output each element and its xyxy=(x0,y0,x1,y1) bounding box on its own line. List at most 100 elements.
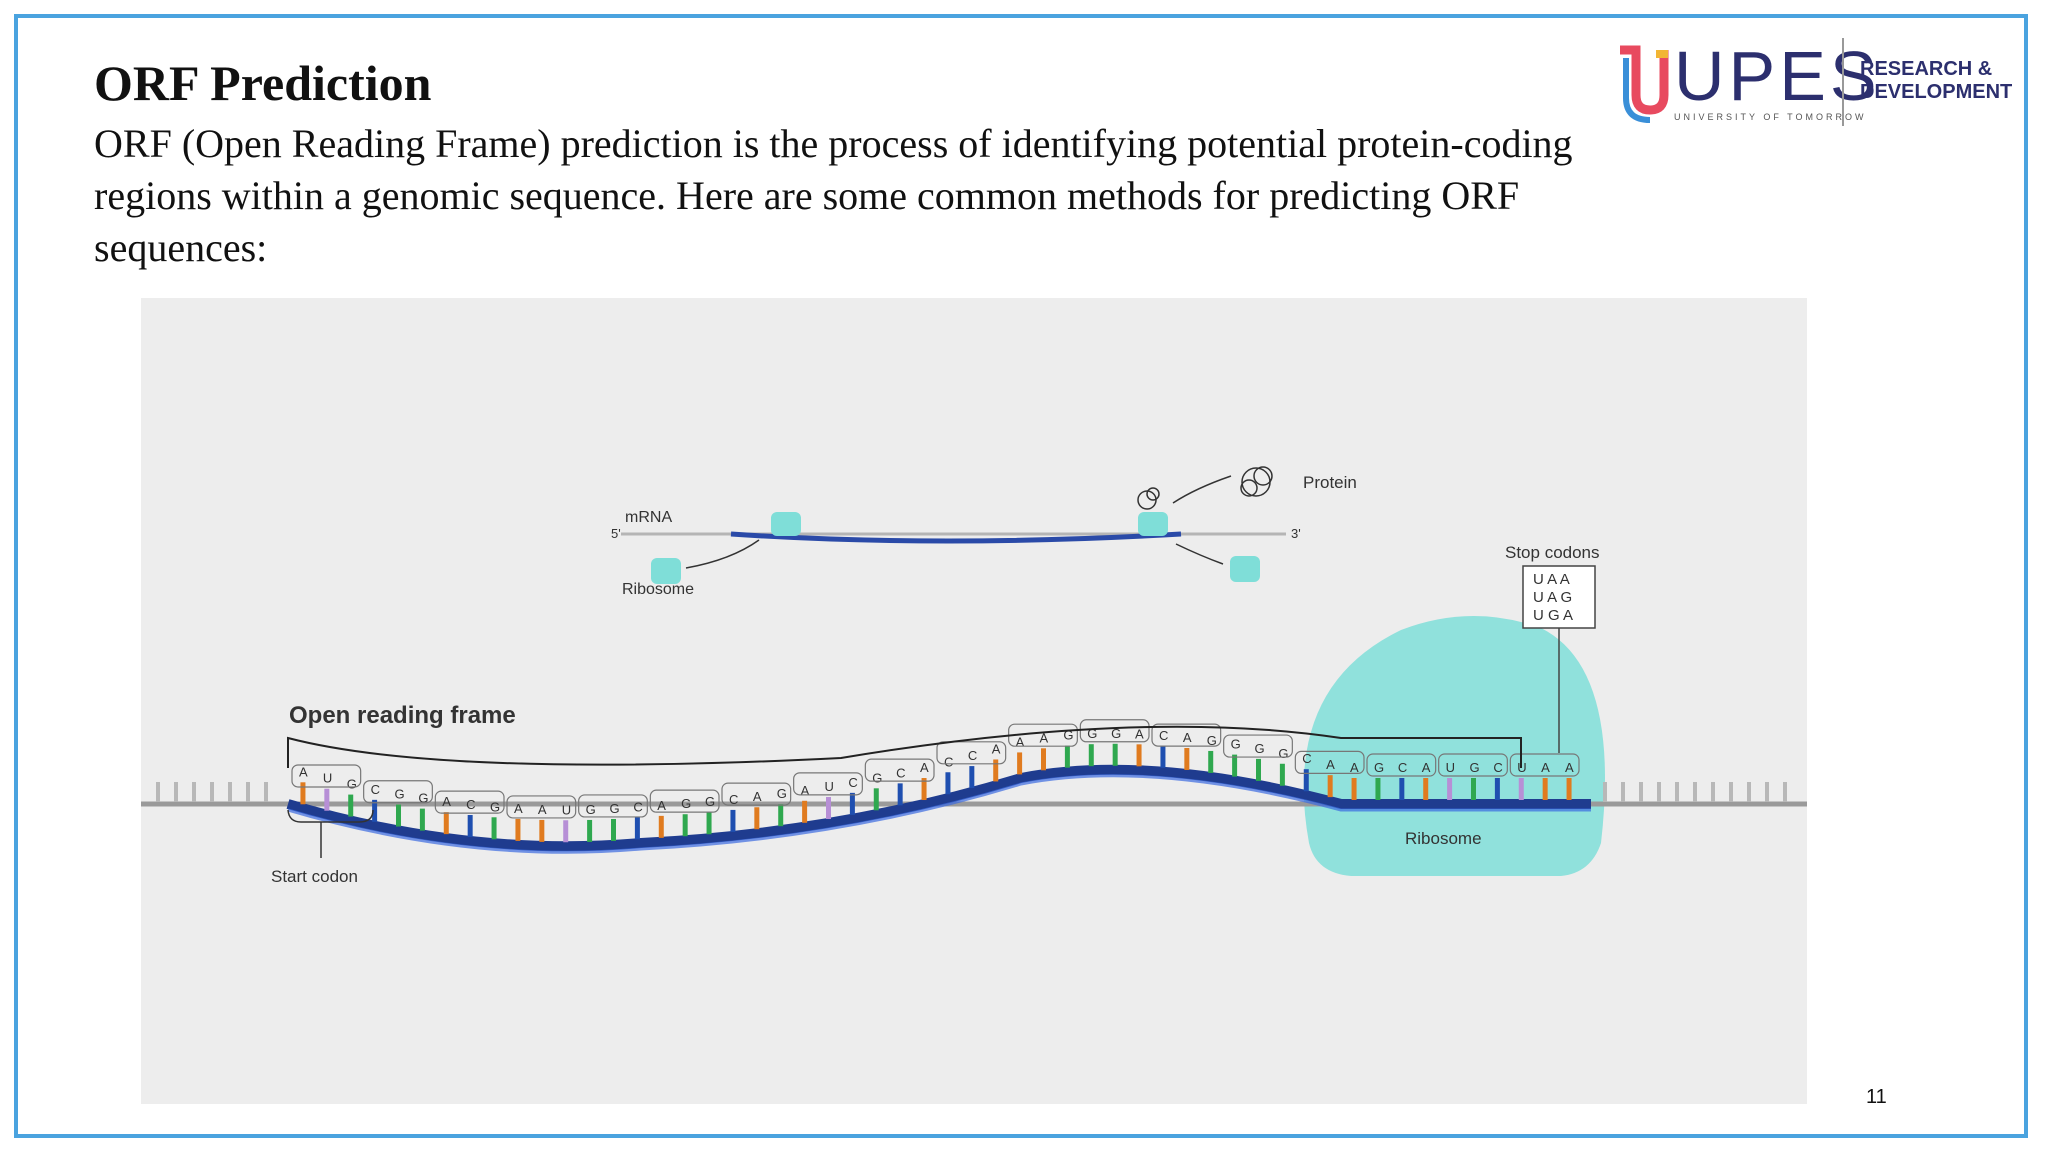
ribosome-on-mrna-left xyxy=(771,512,801,536)
nucleotide-letter: U xyxy=(825,779,834,794)
nucleotide-letter: U xyxy=(1446,760,1455,775)
nucleotide-A xyxy=(1137,744,1142,766)
flank-nucleotide xyxy=(1639,782,1643,802)
nucleotide-G xyxy=(874,788,879,810)
upes-logo: UPES UNIVERSITY OF TOMORROW RESEARCH & D… xyxy=(1612,36,2012,132)
nucleotide-letter: C xyxy=(633,799,642,814)
nucleotide-G xyxy=(1113,744,1118,766)
nucleotide-letter: A xyxy=(1541,760,1550,775)
nucleotide-A xyxy=(1184,748,1189,770)
logo-division-line2: DEVELOPMENT xyxy=(1860,81,2012,104)
nucleotide-G xyxy=(492,817,497,839)
nucleotide-G xyxy=(420,809,425,831)
nucleotide-G xyxy=(1232,755,1237,777)
ribosome-label: Ribosome xyxy=(1405,829,1482,848)
nucleotide-letter: C xyxy=(1493,760,1502,775)
nucleotide-A xyxy=(1352,778,1357,800)
nucleotide-U xyxy=(1519,778,1524,800)
start-codon-label: Start codon xyxy=(271,867,358,886)
nucleotide-A xyxy=(659,816,664,838)
nucleotide-C xyxy=(898,783,903,805)
flank-nucleotide xyxy=(246,782,250,802)
slide-title: ORF Prediction xyxy=(94,56,431,111)
nucleotide-A xyxy=(1567,778,1572,800)
nucleotide-letter: C xyxy=(1159,728,1168,743)
nucleotide-A xyxy=(1328,775,1333,797)
nucleotide-C xyxy=(468,815,473,837)
nucleotide-A xyxy=(300,782,305,804)
upes-logo-mark xyxy=(1612,40,1672,130)
nucleotide-C xyxy=(945,772,950,794)
nucleotide-G xyxy=(587,820,592,842)
slide-body-text: ORF (Open Reading Frame) prediction is t… xyxy=(94,118,1674,274)
nucleotide-letter: U xyxy=(323,771,332,786)
logo-tagline: UNIVERSITY OF TOMORROW xyxy=(1674,112,1867,122)
flank-nucleotide xyxy=(1603,782,1607,802)
flank-nucleotide xyxy=(1657,782,1661,802)
ribosome-arrow-out xyxy=(1176,544,1223,564)
nucleotide-letter: A xyxy=(1565,760,1574,775)
nucleotide-G xyxy=(1065,746,1070,768)
nucleotide-letter: A xyxy=(1350,760,1359,775)
flank-nucleotide xyxy=(1711,782,1715,802)
ribosome-arrow-in xyxy=(686,540,759,568)
stop-codon-3: U G A xyxy=(1533,607,1573,624)
flank-nucleotide xyxy=(210,782,214,802)
nucleotide-letter: A xyxy=(299,764,308,779)
flank-nucleotide xyxy=(1693,782,1697,802)
flank-nucleotide xyxy=(1747,782,1751,802)
flank-nucleotide xyxy=(1729,782,1733,802)
logo-division-line1: RESEARCH & xyxy=(1860,58,2012,81)
nucleotide-letter: A xyxy=(1183,730,1192,745)
nucleotide-letter: G xyxy=(705,794,715,809)
three-prime-label: 3' xyxy=(1291,526,1301,541)
nucleotide-C xyxy=(635,817,640,839)
nucleotide-G xyxy=(611,819,616,841)
flank-nucleotide xyxy=(1621,782,1625,802)
mrna-label: mRNA xyxy=(625,509,672,526)
nucleotide-C xyxy=(1399,778,1404,800)
nucleotide-letter: A xyxy=(1135,726,1144,741)
nucleotide-letter: G xyxy=(418,791,428,806)
protein-label: Protein xyxy=(1303,473,1357,492)
nucleotide-A xyxy=(754,807,759,829)
nucleotide-letter: A xyxy=(1422,760,1431,775)
nucleotide-G xyxy=(1256,759,1261,781)
top-ribosome-label: Ribosome xyxy=(622,581,694,598)
nucleotide-letter: C xyxy=(1302,751,1311,766)
nucleotide-A xyxy=(1543,778,1548,800)
stop-codons-label: Stop codons xyxy=(1505,543,1600,562)
nucleotide-G xyxy=(1089,744,1094,766)
nucleotide-G xyxy=(683,814,688,836)
five-prime-label: 5' xyxy=(611,526,621,541)
flank-nucleotide xyxy=(174,782,178,802)
flank-nucleotide xyxy=(156,782,160,802)
nucleotide-letter: A xyxy=(753,789,762,804)
orf-heading: Open reading frame xyxy=(289,702,516,729)
nucleotide-letter: A xyxy=(514,801,523,816)
nucleotide-letter: G xyxy=(395,787,405,802)
nucleotide-A xyxy=(993,759,998,781)
nucleotide-letter: G xyxy=(586,802,596,817)
flank-nucleotide xyxy=(1675,782,1679,802)
logo-division: RESEARCH & DEVELOPMENT xyxy=(1860,58,2012,104)
nucleotide-letter: A xyxy=(538,802,547,817)
flank-nucleotide xyxy=(1783,782,1787,802)
logo-divider xyxy=(1842,38,1844,126)
nucleotide-letter: C xyxy=(466,797,475,812)
page-number: 11 xyxy=(1866,1086,1887,1109)
nucleotide-G xyxy=(396,805,401,827)
protein-arrow xyxy=(1173,476,1231,503)
free-ribosome-right xyxy=(1230,556,1260,582)
nucleotide-letter: G xyxy=(1470,760,1480,775)
nucleotide-letter: C xyxy=(896,765,905,780)
nucleotide-A xyxy=(1423,778,1428,800)
nucleotide-letter: G xyxy=(681,796,691,811)
translation-diagram: mRNA 5' 3' Ribosome Protein xyxy=(611,467,1357,598)
nucleotide-letter: A xyxy=(657,798,666,813)
nucleotide-C xyxy=(1160,746,1165,768)
nucleotide-letter: A xyxy=(801,783,810,798)
nucleotide-C xyxy=(850,793,855,815)
nucleotide-G xyxy=(707,812,712,834)
